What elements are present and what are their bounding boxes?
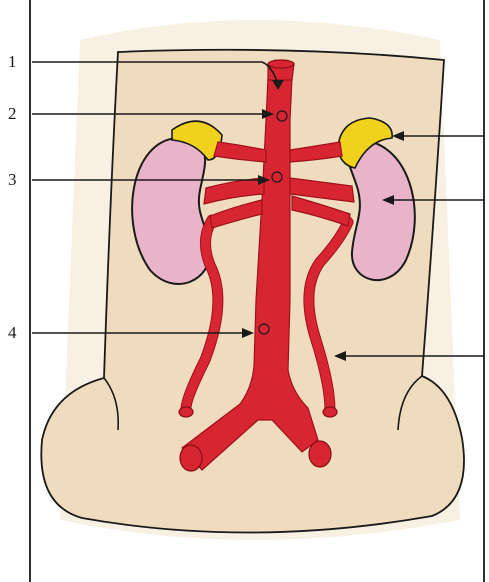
- label-3: 3: [8, 170, 17, 189]
- label-2: 2: [8, 104, 17, 123]
- right-ureter-end: [323, 407, 337, 417]
- left-ureter-end: [179, 407, 193, 417]
- left-iliac-end: [180, 445, 202, 471]
- label-1: 1: [8, 52, 17, 71]
- label-4: 4: [8, 323, 17, 342]
- right-iliac-end: [309, 441, 331, 467]
- aorta-top-opening: [268, 60, 294, 68]
